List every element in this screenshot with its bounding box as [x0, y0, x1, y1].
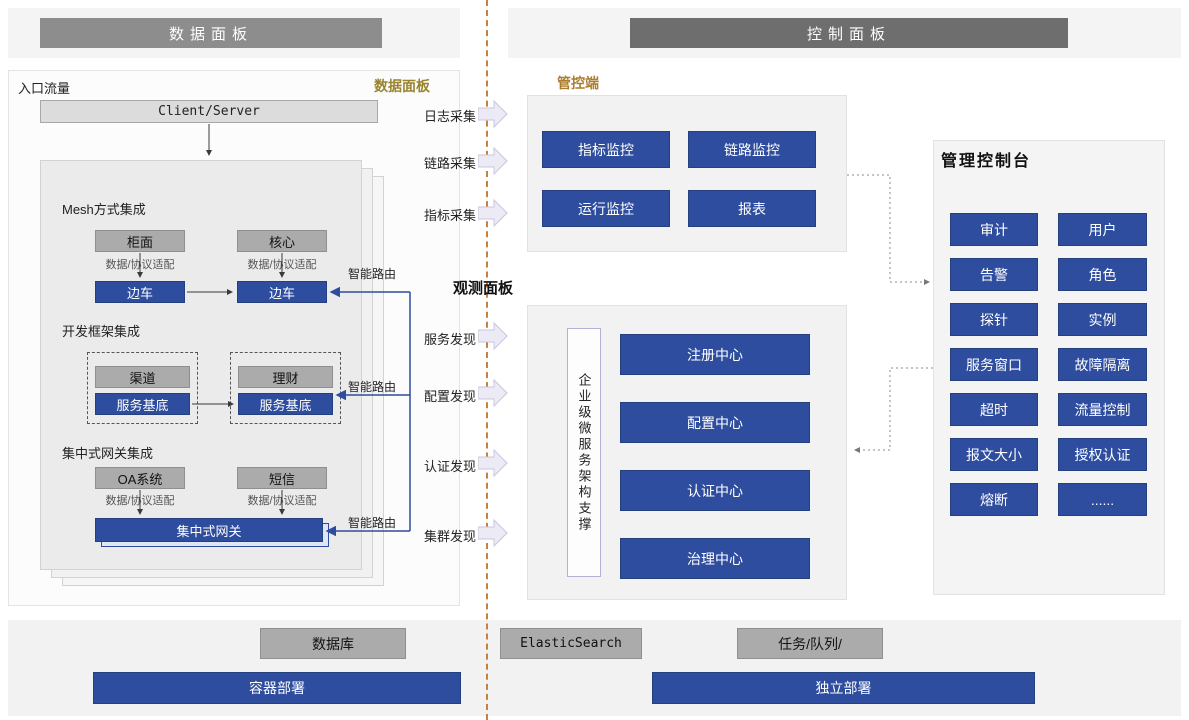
traffic-control-button: 流量控制: [1058, 393, 1147, 426]
monitor-panel: [527, 95, 847, 252]
mesh-section-title: Mesh方式集成: [62, 202, 146, 217]
circuit-breaker-button: 熔断: [950, 483, 1038, 516]
client-server-label: Client/Server: [158, 104, 260, 119]
message-size-button: 报文大小: [950, 438, 1038, 471]
registry-center-box: 注册中心: [620, 334, 810, 375]
container-deploy-box: 容器部署: [93, 672, 461, 704]
framework-group-2: [230, 352, 341, 424]
smart-route-label-3: 智能路由: [348, 516, 397, 530]
adapter-label-2: 数据/协议适配: [247, 259, 317, 271]
auth-center-box: 认证中心: [620, 470, 810, 511]
panel-divider: [486, 0, 488, 720]
flow-arrow-icon: [477, 198, 508, 232]
timeout-button: 超时: [950, 393, 1038, 426]
audit-button: 审计: [950, 213, 1038, 246]
adapter-label-4: 数据/协议适配: [247, 495, 317, 507]
config-discover-label: 配置发现: [424, 389, 477, 404]
flow-arrow-icon: [477, 99, 508, 133]
standalone-deploy-box: 独立部署: [652, 672, 1035, 704]
config-center-box: 配置中心: [620, 402, 810, 443]
adapter-label-3: 数据/协议适配: [105, 495, 175, 507]
data-panel-title-bar: 数据面板: [40, 18, 382, 48]
instance-button: 实例: [1058, 303, 1147, 336]
service-base-box-1: 服务基底: [95, 393, 190, 415]
fault-isolation-button: 故障隔离: [1058, 348, 1147, 381]
probe-button: 探针: [950, 303, 1038, 336]
trace-monitor-button: 链路监控: [688, 131, 816, 168]
monitor-panel-label: 管控端: [557, 75, 599, 91]
core-box: 核心: [237, 230, 327, 252]
sidecar-box-2: 边车: [237, 281, 327, 303]
task-queue-box: 任务/队列/: [737, 628, 883, 659]
metric-collect-label: 指标采集: [424, 208, 477, 223]
control-panel-title-bar: 控制面板: [630, 18, 1068, 48]
microservice-support-label: 企业级微服务架构支撑: [567, 328, 601, 577]
elasticsearch-box: ElasticSearch: [500, 628, 642, 659]
data-panel-inner-label: 数据面板: [374, 78, 430, 94]
service-window-button: 服务窗口: [950, 348, 1038, 381]
smart-route-label-2: 智能路由: [348, 380, 397, 394]
sidecar-box-1: 边车: [95, 281, 185, 303]
cluster-discover-label: 集群发现: [424, 529, 477, 544]
auth-discover-label: 认证发现: [424, 459, 477, 474]
authorization-button: 授权认证: [1058, 438, 1147, 471]
governance-center-box: 治理中心: [620, 538, 810, 579]
service-discover-label: 服务发现: [424, 332, 477, 347]
central-gateway-box: 集中式网关: [95, 518, 323, 542]
sms-box: 短信: [237, 467, 327, 489]
flow-arrow-icon: [477, 146, 508, 180]
adapter-label-1: 数据/协议适配: [105, 259, 175, 271]
oa-system-box: OA系统: [95, 467, 185, 489]
runtime-monitor-button: 运行监控: [542, 190, 670, 227]
trace-collect-label: 链路采集: [424, 156, 477, 171]
client-server-box: Client/Server: [40, 100, 378, 123]
role-button: 角色: [1058, 258, 1147, 291]
observe-panel-title: 观测面板: [453, 280, 514, 297]
flow-arrow-icon: [477, 321, 508, 355]
log-collect-label: 日志采集: [424, 109, 477, 124]
alert-button: 告警: [950, 258, 1038, 291]
framework-group-1: [87, 352, 198, 424]
flow-arrow-icon: [477, 378, 508, 412]
flow-arrow-icon: [477, 448, 508, 482]
entry-traffic-label: 入口流量: [18, 81, 71, 96]
management-console-title: 管理控制台: [941, 153, 1032, 170]
metric-monitor-button: 指标监控: [542, 131, 670, 168]
more-button: ......: [1058, 483, 1147, 516]
report-button: 报表: [688, 190, 816, 227]
user-button: 用户: [1058, 213, 1147, 246]
framework-section-title: 开发框架集成: [62, 324, 141, 339]
flow-arrow-icon: [477, 518, 508, 552]
wealth-box: 理财: [238, 366, 333, 388]
counter-box: 柜面: [95, 230, 185, 252]
smart-route-label-1: 智能路由: [348, 267, 397, 281]
service-base-box-2: 服务基底: [238, 393, 333, 415]
database-box: 数据库: [260, 628, 406, 659]
gateway-section-title: 集中式网关集成: [62, 446, 154, 461]
integration-stack-panel: [40, 160, 362, 570]
channel-box: 渠道: [95, 366, 190, 388]
